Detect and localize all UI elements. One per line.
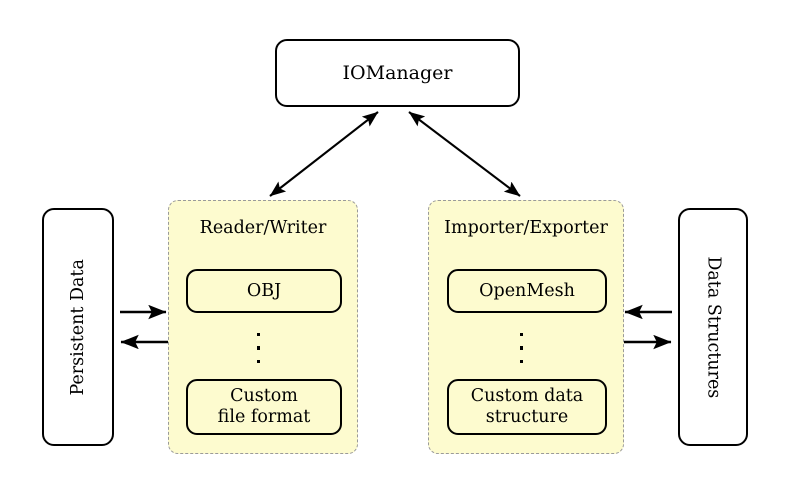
reader-writer-item-custom-file-format-line1: Custom bbox=[230, 386, 298, 407]
reader-writer-item-obj[interactable]: OBJ bbox=[186, 269, 342, 313]
group-title-reader-writer: Reader/Writer bbox=[199, 218, 327, 238]
data-structures-node[interactable]: Data Structures bbox=[678, 208, 748, 446]
group-panel-reader-writer: Reader/Writer OBJ Custom file format bbox=[168, 200, 358, 454]
arrow-iomanager-reader-writer bbox=[269, 111, 379, 197]
reader-writer-item-custom-file-format[interactable]: Custom file format bbox=[186, 379, 342, 435]
persistent-data-node[interactable]: Persistent Data bbox=[42, 208, 114, 446]
importer-exporter-item-openmesh-label: OpenMesh bbox=[479, 280, 575, 301]
importer-exporter-ellipsis bbox=[520, 333, 524, 363]
iomanager-label: IOManager bbox=[342, 61, 453, 84]
reader-writer-item-obj-label: OBJ bbox=[246, 280, 282, 301]
importer-exporter-item-custom-data-structure-line1: Custom data bbox=[470, 386, 584, 407]
group-panel-importer-exporter: Importer/Exporter OpenMesh Custom data s… bbox=[428, 200, 624, 454]
data-structures-label: Data Structures bbox=[703, 256, 724, 398]
reader-writer-ellipsis bbox=[257, 333, 261, 363]
iomanager-node[interactable]: IOManager bbox=[275, 39, 520, 107]
persistent-data-label: Persistent Data bbox=[67, 258, 88, 396]
importer-exporter-item-openmesh[interactable]: OpenMesh bbox=[447, 269, 607, 313]
arrow-iomanager-importer-exporter bbox=[408, 111, 521, 197]
reader-writer-item-custom-file-format-line2: file format bbox=[217, 407, 311, 427]
group-title-importer-exporter: Importer/Exporter bbox=[444, 218, 608, 238]
importer-exporter-item-custom-data-structure[interactable]: Custom data structure bbox=[447, 379, 607, 435]
importer-exporter-item-custom-data-structure-line2: structure bbox=[485, 407, 569, 427]
